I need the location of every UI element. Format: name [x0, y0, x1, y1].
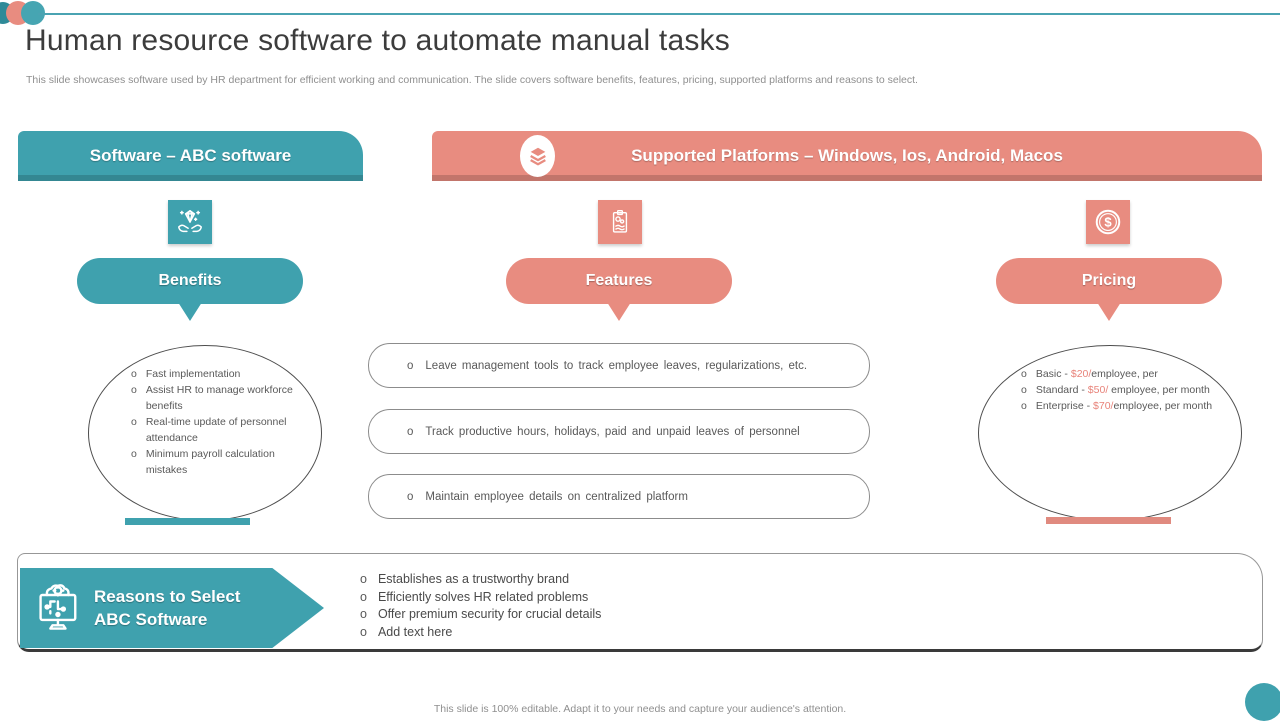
decorative-corner-circle: [1245, 683, 1280, 721]
list-item: o Enterprise - $70/employee, per month: [1021, 400, 1213, 412]
features-label: Features: [585, 272, 653, 289]
list-item: o Real-time update of personnel attendan…: [131, 416, 287, 444]
pricing-pointer: [1095, 299, 1123, 321]
list-item: o Add text here: [360, 624, 601, 642]
bullet-marker: o: [407, 490, 414, 503]
bullet-marker: o: [131, 416, 137, 428]
benefits-panel: o Fast implementation o Assist HR to man…: [88, 345, 322, 521]
bullet-marker: o: [1021, 400, 1027, 412]
layers-icon: [520, 135, 555, 177]
reasons-banner: Reasons to Select ABC Software: [20, 568, 324, 648]
platforms-banner-label: Supported Platforms – Windows, Ios, Andr…: [631, 146, 1063, 165]
feature-row: o Leave management tools to track employ…: [368, 343, 870, 388]
price-value: $70/: [1093, 400, 1114, 412]
list-item: o Basic - $20/employee, per: [1021, 368, 1158, 380]
price-value: $20/: [1070, 368, 1092, 380]
top-divider-line: [38, 13, 1280, 15]
software-banner-label: Software – ABC software: [89, 146, 292, 165]
software-banner: Software – ABC software: [18, 131, 363, 181]
pricing-pill: Pricing: [996, 258, 1222, 304]
bullet-marker: o: [360, 572, 367, 586]
bullet-marker: o: [407, 359, 414, 372]
bullet-marker: o: [360, 589, 367, 604]
list-item: o Offer premium security for crucial det…: [360, 606, 601, 624]
feature-row: o Track productive hours, holidays, paid…: [368, 409, 870, 454]
benefits-list: o Fast implementation o Assist HR to man…: [131, 366, 293, 478]
bullet-marker: o: [131, 368, 137, 380]
bullet-marker: o: [360, 607, 367, 621]
pricing-list: o Basic - $20/employee, per o Standard -…: [1021, 366, 1212, 414]
clipboard-gears-icon: [598, 200, 642, 244]
dollar-coin-icon: $: [1086, 200, 1130, 244]
footer-note: This slide is 100% editable. Adapt it to…: [433, 703, 847, 715]
page-subtitle: This slide showcases software used by HR…: [26, 74, 918, 86]
reasons-list: o Establishes as a trustworthy brand o E…: [360, 571, 601, 641]
list-item: o Efficiently solves HR related problems: [360, 589, 601, 607]
list-item: o Assist HR to manage workforce benefits: [131, 384, 293, 412]
benefits-pill: Benefits: [77, 258, 303, 304]
monitor-gear-icon: [33, 582, 85, 639]
list-item: o Standard - $50/ employee, per month: [1021, 384, 1210, 396]
list-item: o Establishes as a trustworthy brand: [360, 571, 601, 589]
benefits-label: Benefits: [158, 272, 222, 289]
bullet-marker: o: [131, 384, 137, 396]
bullet-marker: o: [1021, 384, 1027, 396]
pricing-accent-bar: [1046, 517, 1171, 524]
reasons-title: Reasons to Select ABC Software: [94, 587, 241, 629]
price-value: $50/: [1087, 384, 1109, 396]
bullet-marker: o: [131, 448, 137, 460]
features-pill: Features: [506, 258, 732, 304]
bullet-marker: o: [407, 425, 414, 438]
features-pointer: [605, 299, 633, 321]
feature-row: o Maintain employee details on centraliz…: [368, 474, 870, 519]
list-item: o Fast implementation: [131, 368, 241, 380]
diamond-hands-icon: [168, 200, 212, 244]
svg-text:$: $: [1104, 215, 1112, 230]
pricing-panel: o Basic - $20/employee, per o Standard -…: [978, 345, 1242, 521]
bullet-marker: o: [1021, 368, 1027, 380]
list-item: o Minimum payroll calculation mistakes: [131, 448, 275, 476]
benefits-pointer: [176, 299, 204, 321]
benefits-accent-bar: [125, 518, 250, 525]
platforms-banner: Supported Platforms – Windows, Ios, Andr…: [432, 131, 1262, 181]
page-title: Human resource software to automate manu…: [25, 24, 730, 57]
pricing-label: Pricing: [1081, 272, 1137, 289]
bullet-marker: o: [360, 624, 367, 639]
